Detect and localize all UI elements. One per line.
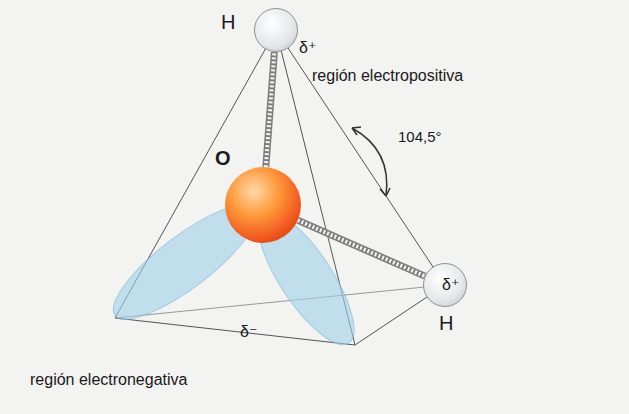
bond-hatch — [298, 220, 425, 276]
region-label: región electropositiva — [312, 66, 463, 85]
region-label: región electronegativa — [30, 370, 187, 389]
partial-charge: δ⁺ — [442, 276, 459, 294]
bond-hatch — [266, 52, 275, 167]
partial-charge: δ⁻ — [240, 322, 257, 341]
atom-symbol: H — [221, 11, 235, 33]
covalent-bond — [298, 220, 425, 276]
hydrogen-atom: δ⁺H — [423, 263, 467, 307]
bond-outline — [266, 52, 275, 167]
arrow-head — [352, 127, 361, 135]
bond-outline — [298, 220, 425, 276]
atom-symbol: H — [439, 312, 453, 334]
hydrogen-atom: Hδ⁺ — [254, 8, 298, 52]
angle-arc — [352, 128, 387, 196]
atom-symbol: O — [215, 147, 231, 169]
arrow-head — [380, 188, 390, 196]
partial-charge: δ⁺ — [299, 39, 316, 57]
angle-label: 104,5° — [398, 128, 442, 146]
angle-arrow — [352, 127, 390, 196]
oxygen-atom: O — [225, 167, 301, 243]
covalent-bond — [266, 52, 275, 167]
